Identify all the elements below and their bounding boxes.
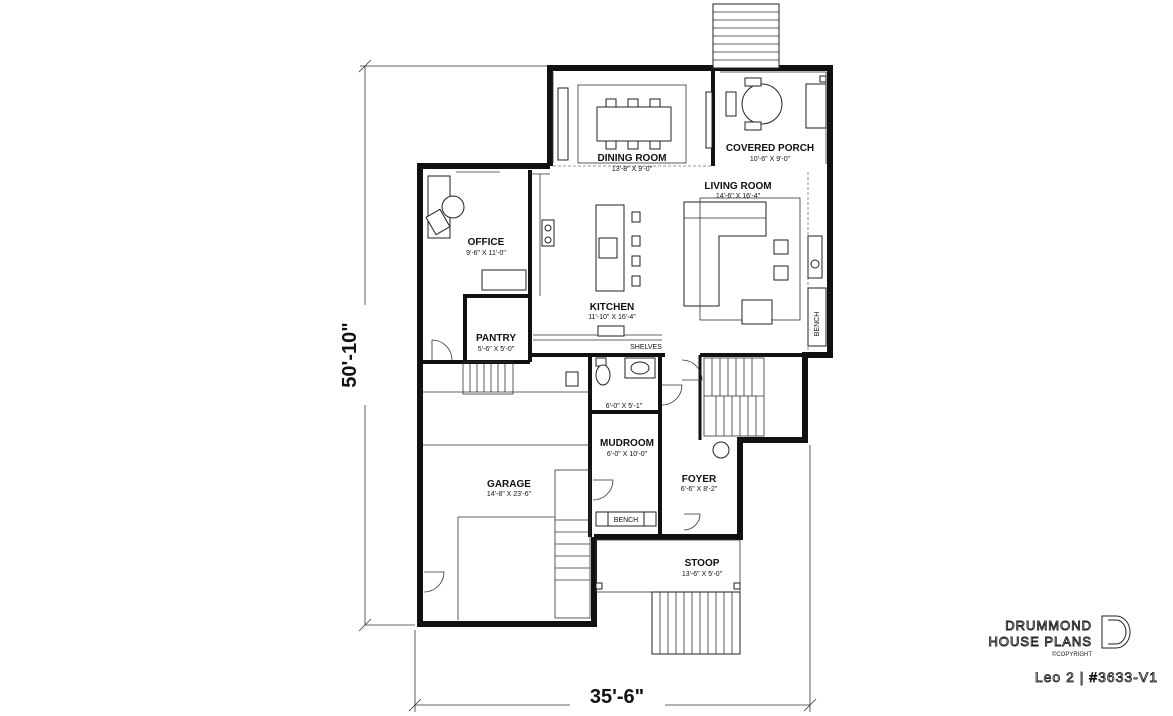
mudroom-label: MUDROOM bbox=[600, 438, 654, 449]
garage-size: 14'-8" X 23'-6" bbox=[487, 491, 532, 498]
stoop-label: STOOP bbox=[685, 558, 720, 569]
kitchen-label: KITCHEN bbox=[590, 302, 634, 313]
stoop-size: 13'-6" X 5'-0" bbox=[682, 571, 723, 578]
garage-label: GARAGE bbox=[487, 479, 531, 490]
pantry-label: PANTRY bbox=[476, 333, 516, 344]
covered-porch-size: 10'-6" X 9'-0" bbox=[750, 156, 791, 163]
covered-porch-label: COVERED PORCH bbox=[726, 143, 814, 154]
dining-table bbox=[557, 84, 713, 164]
pantry-size: 5'-6" X 5'-0" bbox=[478, 346, 515, 353]
living-room-size: 14'-6" X 16'-4" bbox=[716, 193, 761, 200]
dining-room-label: DINING ROOM bbox=[598, 153, 667, 164]
plan-name: Leo 2 | #3633-V1 bbox=[1035, 669, 1158, 685]
stoop bbox=[595, 539, 741, 655]
logo-line2: HOUSE PLANS bbox=[989, 634, 1092, 649]
office-label: OFFICE bbox=[468, 237, 505, 248]
living-room-label: LIVING ROOM bbox=[704, 181, 771, 192]
office-size: 9'-6" X 11'-0" bbox=[466, 250, 506, 257]
garage-stairs bbox=[462, 361, 591, 619]
powder-room-size: 6'-0" X 5'-1" bbox=[606, 403, 643, 410]
depth-dimension: 50'-10" bbox=[339, 322, 361, 387]
porch-stairs bbox=[712, 3, 827, 164]
foyer-size: 6'-6" X 8'-2" bbox=[681, 486, 718, 493]
mudroom-size: 6'-0" X 10'-0" bbox=[607, 451, 648, 458]
exterior-walls bbox=[417, 65, 833, 627]
logo-mark bbox=[1101, 615, 1131, 649]
interior-walls bbox=[420, 68, 805, 537]
shelves-label: SHELVES bbox=[630, 344, 662, 351]
porch-table bbox=[725, 75, 827, 131]
logo-copyright: ©COPYRIGHT bbox=[1052, 651, 1092, 658]
mudroom-bench-label: BENCH bbox=[614, 517, 639, 524]
mudroom-bench bbox=[595, 511, 657, 527]
office-desk bbox=[425, 171, 527, 291]
living-bench-label: BENCH bbox=[814, 312, 821, 337]
kitchen-size: 11'-10" X 16'-4" bbox=[588, 314, 636, 321]
kitchen-island bbox=[541, 204, 641, 337]
door-swings bbox=[423, 339, 703, 593]
dining-room-size: 13'-8" X 9'-0" bbox=[612, 166, 653, 173]
logo-line1: DRUMMOND bbox=[1005, 618, 1092, 633]
drummond-logo: DRUMMOND HOUSE PLANS ©COPYRIGHT bbox=[988, 615, 1131, 658]
width-dimension: 35'-6" bbox=[590, 686, 644, 708]
powder-room-fixtures bbox=[595, 357, 656, 386]
living-sofa bbox=[683, 197, 827, 347]
dimension-lines bbox=[358, 59, 817, 712]
foyer-label: FOYER bbox=[682, 474, 717, 485]
main-stairs bbox=[703, 357, 765, 459]
